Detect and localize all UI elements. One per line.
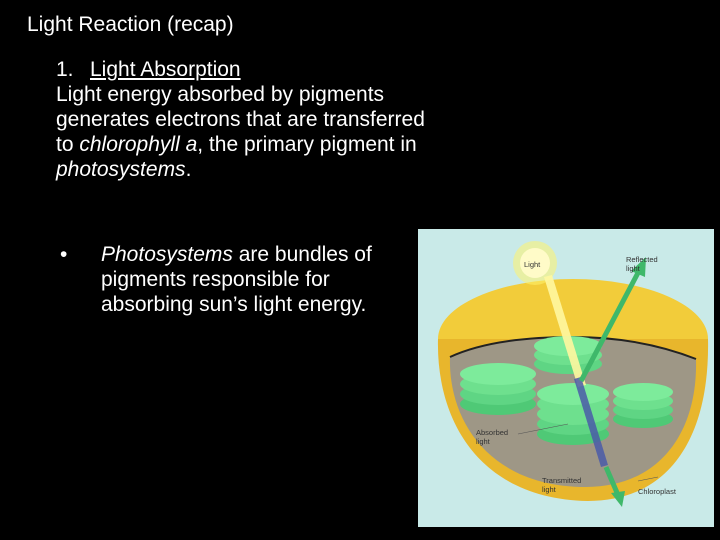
label-absorbed-1: Absorbed [476, 428, 508, 437]
point-number: 1. [56, 58, 74, 81]
label-light: Light [524, 260, 541, 269]
point-heading: Light Absorption [90, 58, 241, 81]
absorbed-light-beam [574, 377, 608, 467]
label-transmitted-1: Transmitted [542, 476, 581, 485]
reflected-arrowhead [631, 257, 646, 277]
point-heading-line: 1. Light Absorption [56, 57, 436, 82]
point-light-absorption: 1. Light Absorption Light energy absorbed… [56, 57, 436, 182]
chloroplast-leader [637, 476, 659, 482]
point-body: Light energy absorbed by pigments genera… [56, 82, 436, 182]
body-term-chlorophyll: chlorophyll a [79, 133, 198, 156]
bullet-rest: are bundles of pigments responsible for … [101, 243, 372, 316]
bullet-photosystems: • Photosystems are bundles of pigments r… [60, 242, 390, 317]
grana-stack-3 [537, 383, 609, 445]
label-chloroplast: Chloroplast [638, 487, 677, 496]
label-transmitted-2: light [542, 485, 557, 494]
sun-icon [520, 248, 550, 278]
label-absorbed-2: light [476, 437, 491, 446]
chloroplast-figure: Light Reflected light Absorbed light Tra… [418, 229, 714, 527]
body-text-2: , the primary pigment in [197, 133, 417, 156]
label-reflected-1: Reflected [626, 255, 658, 264]
body-term-photosystems: photosystems [56, 158, 186, 181]
chloroplast-diagram: Light Reflected light Absorbed light Tra… [437, 241, 709, 507]
transmitted-arrowhead [611, 491, 625, 507]
grana-stack-4 [613, 383, 673, 428]
label-reflected-2: light [626, 264, 641, 273]
bullet-text: Photosystems are bundles of pigments res… [101, 242, 390, 317]
bullet-term: Photosystems [101, 243, 233, 266]
grana-stack-1 [460, 363, 536, 415]
body-text-1: Light energy absorbed by pigments genera… [56, 83, 425, 156]
absorbed-leader [517, 423, 569, 435]
body-text-3: . [185, 158, 192, 181]
transmitted-arrow [603, 466, 621, 496]
bullet-marker: • [60, 243, 68, 266]
slide-title: Light Reaction (recap) [27, 13, 234, 36]
reflected-arrow [578, 267, 643, 383]
incoming-light-beam [544, 275, 586, 387]
